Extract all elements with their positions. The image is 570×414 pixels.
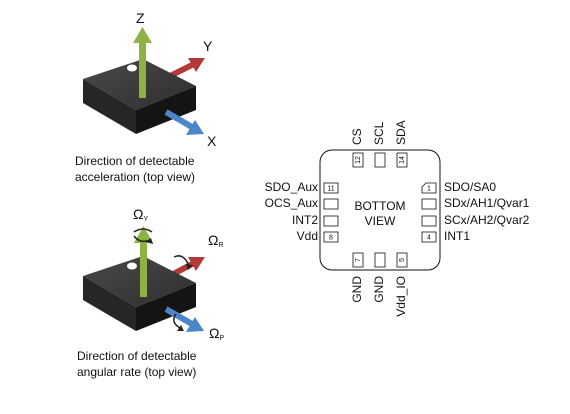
pin-pad-left (323, 215, 339, 227)
pin-pad-bottom (374, 252, 386, 268)
pin-number: 1 (427, 185, 431, 192)
pin-label-top: SDA (394, 120, 408, 145)
x-axis-label: X (207, 133, 217, 149)
y-axis-label: Y (203, 38, 213, 54)
pin-label-right: SDx/AH1/Qvar1 (444, 196, 530, 210)
pin-pad-right-pin1 (421, 182, 437, 194)
pin-pad-right (421, 231, 437, 243)
omega-r-label: ΩR (208, 232, 224, 249)
pin-pad-right (421, 198, 437, 210)
x-axis-arrow (164, 109, 204, 135)
pin-label-bottom: GND (350, 276, 364, 303)
pin-pad-left (323, 198, 339, 210)
pin-pad-right (421, 215, 437, 227)
pin-pad-top (352, 152, 364, 168)
pin-label-top: CS (350, 128, 364, 145)
pin-label-left: OCS_Aux (265, 196, 318, 210)
pin-number: 7 (355, 258, 362, 262)
pin-number: 12 (355, 156, 362, 164)
pin-label-left: INT2 (292, 213, 318, 227)
yaw-arrow (133, 226, 153, 297)
omega-p-label: ΩP (209, 325, 224, 342)
pin-label-left: Vdd (297, 229, 318, 243)
gyro-figure: ΩY ΩR ΩP (83, 206, 224, 342)
pin-pad-bottom (352, 252, 364, 268)
pin-label-right: INT1 (444, 229, 470, 243)
package-center-line1: BOTTOM (354, 199, 405, 213)
package-center-line2: VIEW (365, 214, 396, 228)
pin1-marker-dot (127, 64, 137, 72)
pin-number: 14 (399, 156, 406, 164)
pin-label-bottom: GND (372, 276, 386, 303)
pin-label-top: SCL (372, 121, 386, 145)
pin-pad-left (323, 231, 339, 243)
pin-label-right: SCx/AH2/Qvar2 (444, 213, 530, 227)
pin-number: 11 (327, 185, 334, 192)
z-axis-arrow (133, 27, 152, 98)
pin-label-right: SDO/SA0 (444, 180, 496, 194)
omega-y-label: ΩY (133, 206, 148, 223)
pin-label-bottom: Vdd_IO (394, 276, 408, 317)
pin1-marker-dot (127, 262, 137, 270)
pin-number: 4 (427, 234, 431, 241)
accel-caption-line2: acceleration (top view) (75, 170, 196, 184)
pin-pad-left (323, 182, 339, 194)
pin-pad-top (374, 152, 386, 168)
accel-figure: Z Y X (83, 10, 217, 149)
pin-pad-bottom (396, 252, 408, 268)
gyro-caption-line1: Direction of detectable (77, 349, 197, 363)
gyro-cube (83, 256, 196, 331)
package-outline (319, 149, 441, 271)
pin-label-left: SDO_Aux (265, 180, 318, 194)
pin-number: 5 (399, 258, 406, 262)
pitch-arrow (164, 306, 204, 332)
z-axis-label: Z (136, 10, 145, 26)
pin-pad-top (396, 152, 408, 168)
gyro-caption-line2: angular rate (top view) (77, 365, 197, 379)
accel-caption-line1: Direction of detectable (75, 154, 195, 168)
pin-number: 8 (329, 234, 333, 241)
